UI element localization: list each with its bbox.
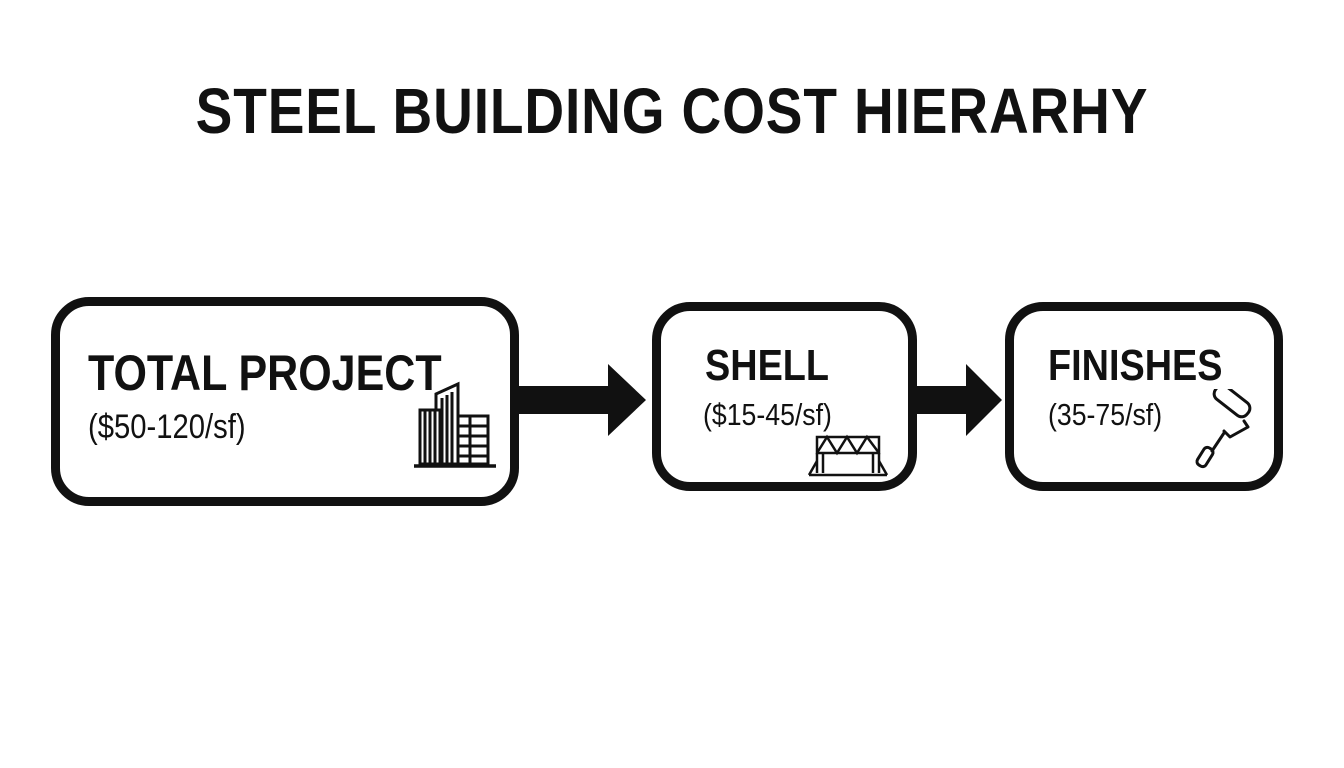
node-label: SHELL [705,341,830,390]
paint-roller-icon [1195,389,1252,469]
node-shell: SHELL ($15-45/sf) [652,302,917,491]
arrow-shell-to-finishes [908,364,1002,436]
arrow-total-to-shell [510,364,646,436]
node-label: FINISHES [1048,341,1223,390]
diagram-title: STEEL BUILDING COST HIERARHY [195,75,1149,147]
building-icon [414,381,496,468]
node-cost-range: ($50-120/sf) [88,408,246,446]
node-total-project: TOTAL PROJECT ($50-120/sf) [51,297,519,506]
node-label: TOTAL PROJECT [88,345,442,401]
node-cost-range: (35-75/sf) [1048,397,1163,432]
steel-truss-icon [807,434,889,477]
node-finishes: FINISHES (35-75/sf) [1005,302,1283,491]
node-cost-range: ($15-45/sf) [703,397,832,432]
